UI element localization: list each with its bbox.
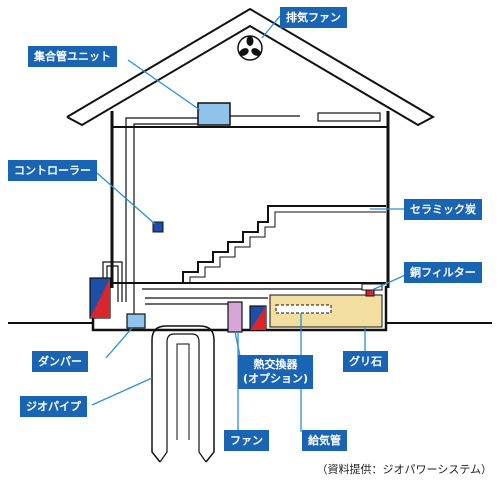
heat-exchanger-box	[227, 301, 243, 333]
label-exhaust-fan: 排気ファン	[280, 7, 347, 28]
label-damper: ダンパー	[32, 351, 88, 372]
label-copper-filter: 銅フィルター	[404, 262, 482, 283]
fan-icon	[237, 35, 263, 61]
underfloor-duct	[145, 297, 268, 305]
label-heat-exchanger-line1: 熱交換器	[253, 358, 298, 371]
label-fan: ファン	[224, 430, 269, 451]
copper-filter	[365, 289, 375, 297]
geo-pipe-outer	[151, 325, 215, 463]
supply-pipe-slot	[275, 304, 332, 314]
upper-duct	[125, 117, 198, 302]
fan-box-red	[250, 306, 266, 330]
intake-unit-red	[90, 278, 110, 318]
leader-controller	[96, 172, 156, 225]
label-geo-pipe: ジオパイプ	[20, 396, 87, 417]
leader-exhaust-fan	[261, 15, 281, 39]
credit-text: （資料提供：ジオパワーシステム）	[316, 463, 492, 476]
ceiling-vent	[317, 112, 381, 122]
label-supply-pipe: 給気管	[302, 430, 347, 451]
label-controller: コントローラー	[8, 160, 97, 181]
leader-collector	[127, 59, 201, 111]
staircase-inner	[189, 211, 386, 282]
damper-box	[126, 313, 146, 329]
label-ceramic-charcoal: セラミック炭	[404, 199, 482, 220]
label-collector-unit: 集合管ユニット	[28, 46, 117, 67]
intake-pipe	[102, 261, 123, 302]
staircase	[182, 205, 386, 282]
collector-unit	[197, 102, 231, 126]
roof-outer	[66, 7, 436, 127]
label-grill-stone: グリ石	[343, 351, 388, 372]
controller-box	[152, 221, 164, 233]
leader-damper	[105, 327, 133, 359]
geo-pipe-core	[176, 343, 190, 440]
label-heat-exchanger: 熱交換器 (オプション)	[238, 355, 314, 389]
label-heat-exchanger-line2: (オプション)	[243, 372, 309, 385]
geo-pipe-inner	[159, 333, 207, 463]
leader-geopipe	[91, 377, 153, 406]
